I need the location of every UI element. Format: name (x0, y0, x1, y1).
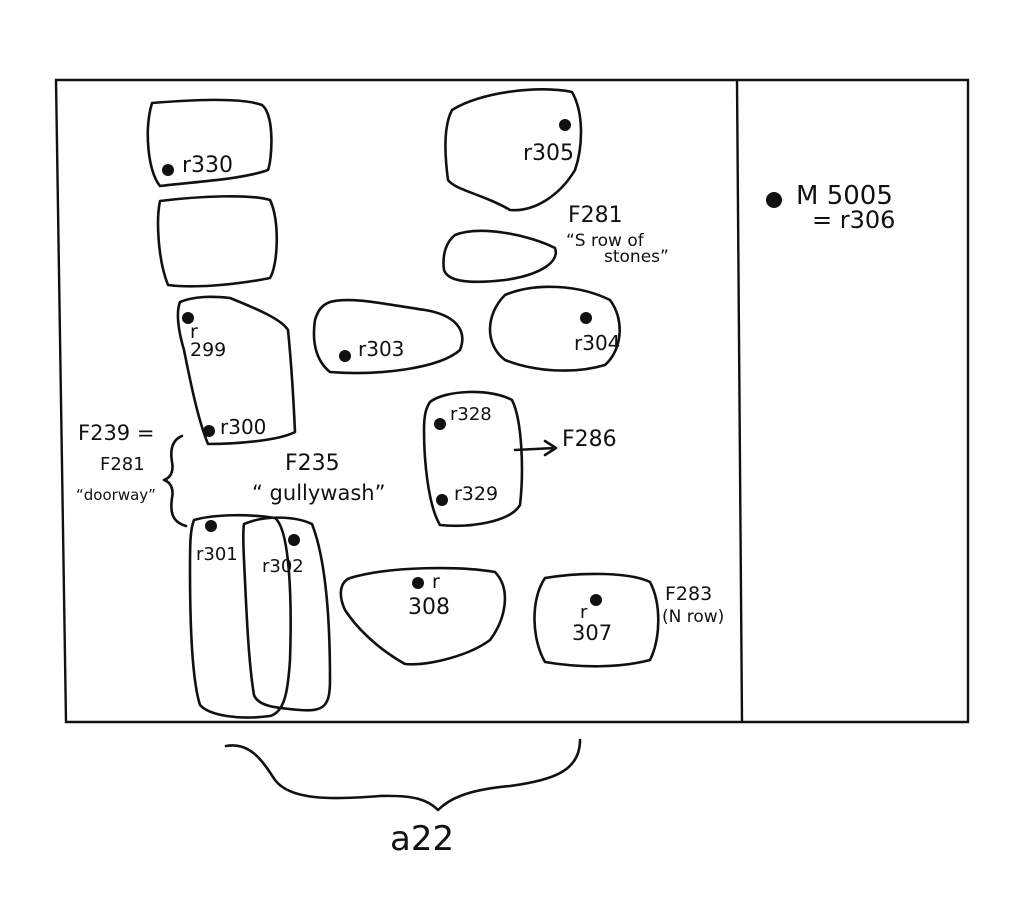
stone-r307-marker (590, 594, 602, 606)
stone-r299-marker (182, 312, 194, 324)
plan-border (54, 78, 970, 724)
stone-r304-marker (580, 312, 592, 324)
stone-r305-marker (559, 119, 571, 131)
stone-f281-outline (442, 229, 558, 284)
stone-r300-label: r300 (220, 415, 266, 439)
stone-r308-label-top: r (432, 571, 440, 593)
m5005-equals: = r306 (812, 206, 895, 234)
stone-r304: r304 (488, 285, 621, 372)
note-f235: F235 “ gullywash” (252, 451, 385, 505)
note-f239-line2: F281 (100, 454, 145, 475)
note-f281-line2: stones” (604, 247, 669, 267)
note-f281-line1: “S row of (566, 231, 645, 251)
note-f235-id: F235 (285, 451, 340, 476)
stone-r330-marker (162, 164, 174, 176)
stone-r330-label: r330 (182, 153, 233, 178)
stone-r301: r301 (188, 513, 292, 719)
stone-unlabeled (156, 195, 279, 288)
stone-r307-outline (533, 572, 660, 668)
stone-r328-r329-outline (422, 390, 524, 528)
stone-r299-label-top: r (190, 321, 198, 343)
stone-r301-marker (205, 520, 217, 532)
stone-r299-r300: r 299 r300 (176, 295, 297, 446)
doorway-brace (162, 434, 188, 528)
stone-r304-label: r304 (574, 331, 620, 355)
stone-r308-marker (412, 577, 424, 589)
note-f283-desc: (N row) (662, 607, 724, 627)
plan-frame (54, 78, 970, 724)
stone-r328-r329: r328 r329 (422, 390, 524, 528)
note-f281-id: F281 (568, 203, 623, 228)
unit-brace-line (224, 738, 582, 812)
stone-f281 (442, 229, 558, 284)
f286-arrow (513, 439, 558, 457)
stone-r302-marker (288, 534, 300, 546)
stone-r303-marker (339, 350, 351, 362)
stone-r307-label-bottom: 307 (572, 621, 612, 645)
stone-r304-outline (488, 285, 621, 372)
stone-r299-label-bottom: 299 (190, 339, 226, 361)
note-f235-desc: “ gullywash” (252, 481, 385, 505)
stone-r329-label: r329 (454, 483, 498, 505)
stone-r308-outline (339, 566, 507, 666)
stone-r330: r330 (146, 98, 273, 188)
stone-r302-label: r302 (262, 556, 304, 577)
stone-r303-label: r303 (358, 337, 404, 361)
m5005-label: M 5005 (796, 181, 893, 211)
note-f239: F239 = F281 “doorway” (76, 421, 188, 528)
stone-r305: r305 (444, 88, 583, 212)
note-f239-line3: “doorway” (76, 486, 156, 504)
stone-r307-label-top: r (580, 602, 588, 623)
stone-r303-outline (312, 298, 464, 375)
stone-r328-label: r328 (450, 404, 492, 425)
stone-r307: r 307 (533, 572, 660, 668)
stone-r305-outline (444, 88, 583, 212)
note-f283: F283 (N row) (662, 583, 724, 627)
stone-r303: r303 (312, 298, 464, 375)
stone-r308-label-bottom: 308 (408, 595, 450, 620)
m5005-marker (766, 192, 782, 208)
unit-brace: a22 (224, 738, 582, 859)
stone-r329-marker (436, 494, 448, 506)
side-panel-note: M 5005 = r306 (766, 181, 895, 234)
note-f286-label: F286 (562, 427, 617, 452)
stone-r301-label: r301 (196, 544, 238, 565)
stone-r302: r302 (241, 516, 332, 712)
note-f283-id: F283 (665, 583, 712, 605)
stone-r299-r300-outline (176, 295, 297, 446)
stone-r302-outline (241, 516, 332, 712)
stone-unlabeled-outline (156, 195, 279, 288)
stone-r305-label: r305 (523, 141, 574, 166)
note-f239-line1: F239 = (78, 421, 154, 445)
stone-r328-marker (434, 418, 446, 430)
unit-label: a22 (390, 819, 454, 859)
stone-r300-marker (203, 425, 215, 437)
side-panel-divider (735, 79, 744, 723)
stone-r330-outline (146, 98, 273, 188)
note-f286: F286 (513, 427, 617, 457)
stone-r308: r 308 (339, 566, 507, 666)
